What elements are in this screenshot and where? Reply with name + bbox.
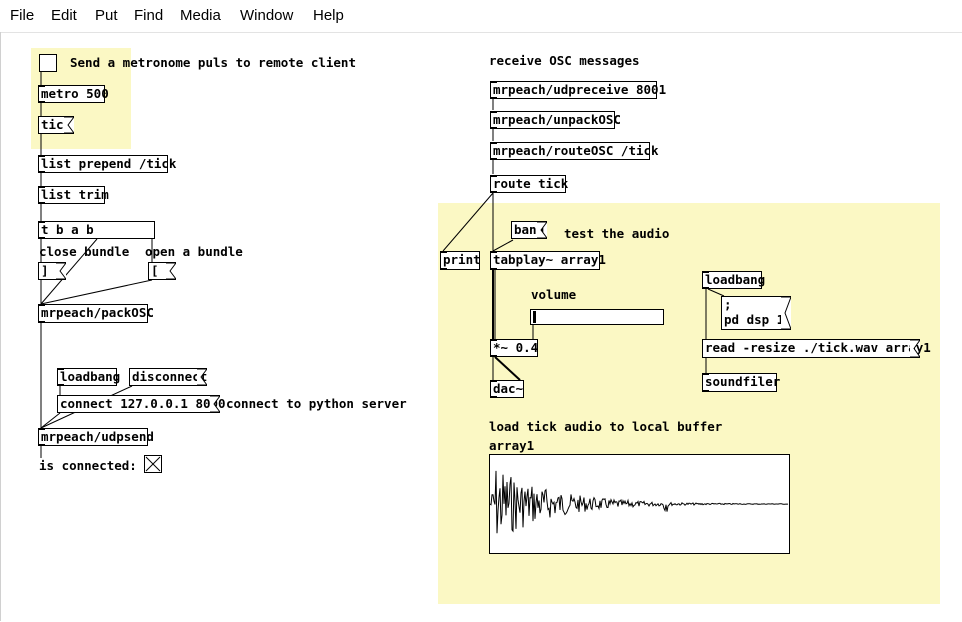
menu-find[interactable]: Find bbox=[134, 7, 164, 24]
list-prepend-object[interactable]: list prepend /tick bbox=[38, 155, 176, 173]
close-bundle-label: ] bbox=[41, 263, 49, 278]
udpreceive-object[interactable]: mrpeach/udpreceive 8001 bbox=[490, 81, 666, 99]
message-flag bbox=[910, 340, 920, 357]
tick-message-label: tick bbox=[41, 117, 72, 132]
comment-open-bundle: open a bundle bbox=[145, 244, 243, 259]
close-bundle-message[interactable]: ] bbox=[38, 262, 66, 280]
multiply-object[interactable]: *~ 0.4 bbox=[490, 339, 538, 357]
disconnect-message[interactable]: disconnect bbox=[129, 368, 207, 386]
read-message[interactable]: read -resize ./tick.wav array1 bbox=[702, 339, 931, 358]
connected-toggle[interactable] bbox=[144, 455, 162, 473]
message-flag bbox=[781, 297, 791, 329]
comment-connect-python: connect to python server bbox=[226, 396, 407, 411]
tabplay-object[interactable]: tabplay~ array1 bbox=[490, 251, 606, 270]
message-flag bbox=[210, 396, 220, 412]
disconnect-label: disconnect bbox=[132, 369, 208, 384]
bang-message[interactable]: bang bbox=[511, 221, 547, 239]
metro-object[interactable]: metro 500 bbox=[38, 85, 109, 103]
toggle-x-icon bbox=[145, 456, 161, 472]
udpsend-object[interactable]: mrpeach/udpsend bbox=[38, 428, 154, 446]
loadbang-right-object[interactable]: loadbang bbox=[702, 271, 765, 289]
open-bundle-label: [ bbox=[151, 263, 159, 278]
menu-put[interactable]: Put bbox=[95, 7, 118, 24]
trigger-object[interactable]: t b a b bbox=[38, 221, 155, 239]
volume-slider[interactable] bbox=[530, 309, 664, 325]
comment-is-connected: is connected: bbox=[39, 458, 137, 473]
comment-close-bundle: close bundle bbox=[39, 244, 130, 259]
message-flag bbox=[197, 369, 207, 385]
comment-receive-osc: receive OSC messages bbox=[489, 53, 640, 68]
menu-help[interactable]: Help bbox=[313, 7, 344, 24]
soundfiler-object[interactable]: soundfiler bbox=[702, 373, 780, 392]
menu-file[interactable]: File bbox=[10, 7, 35, 24]
dsp-label: pd dsp 1 bbox=[724, 312, 785, 327]
connect-message[interactable]: connect 127.0.0.1 8000 bbox=[57, 395, 226, 413]
packosc-object[interactable]: mrpeach/packOSC bbox=[38, 304, 154, 323]
array-name-label: array1 bbox=[489, 438, 535, 453]
message-flag bbox=[166, 263, 176, 279]
route-tick-object[interactable]: route tick bbox=[490, 175, 568, 193]
comment-volume: volume bbox=[531, 287, 577, 302]
canvas-edge bbox=[0, 32, 1, 621]
dsp-message[interactable]: ; pd dsp 1 bbox=[721, 296, 791, 330]
menu-edit[interactable]: Edit bbox=[51, 7, 77, 24]
array-display[interactable] bbox=[489, 454, 790, 554]
list-trim-object[interactable]: list trim bbox=[38, 186, 109, 204]
comment-test-audio: test the audio bbox=[564, 226, 670, 241]
routeosc-object[interactable]: mrpeach/routeOSC /tick bbox=[490, 142, 659, 160]
message-flag bbox=[537, 222, 547, 238]
volume-slider-knob[interactable] bbox=[533, 311, 536, 323]
tick-message[interactable]: tick bbox=[38, 116, 74, 134]
open-bundle-message[interactable]: [ bbox=[148, 262, 176, 280]
comment-send-metronome: Send a metronome puls to remote client bbox=[70, 55, 356, 70]
read-label: read -resize ./tick.wav array1 bbox=[705, 340, 931, 355]
bang-label: bang bbox=[514, 222, 545, 237]
message-flag bbox=[56, 263, 66, 279]
dac-object[interactable]: dac~ bbox=[490, 380, 524, 398]
metronome-bang[interactable] bbox=[39, 54, 57, 72]
message-flag bbox=[64, 117, 74, 133]
menu-media[interactable]: Media bbox=[180, 7, 221, 24]
array-waveform bbox=[489, 470, 789, 534]
comment-load-tick: load tick audio to local buffer bbox=[489, 419, 723, 434]
menu-window[interactable]: Window bbox=[240, 7, 294, 24]
dsp-semicolon: ; bbox=[724, 297, 732, 312]
loadbang-left-object[interactable]: loadbang bbox=[57, 368, 120, 386]
menu-bar: File Edit Put Find Media Window Help bbox=[0, 0, 962, 32]
print-object[interactable]: print bbox=[440, 251, 481, 270]
connect-label: connect 127.0.0.1 8000 bbox=[60, 396, 226, 411]
unpackosc-object[interactable]: mrpeach/unpackOSC bbox=[490, 111, 621, 129]
